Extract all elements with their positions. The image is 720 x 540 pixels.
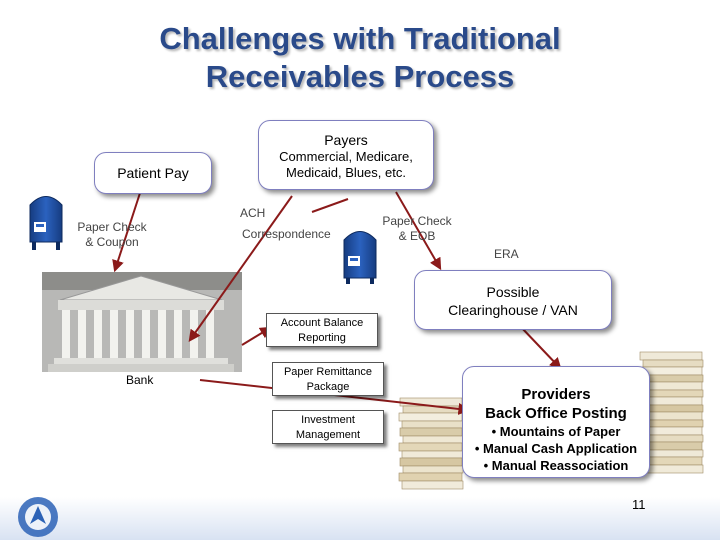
slide-title: Challenges with Traditional Receivables …: [0, 20, 720, 96]
clearinghouse-box: Possible Clearinghouse / VAN: [414, 270, 612, 330]
ach-line: [311, 198, 349, 213]
paper-stack-image-right: [638, 351, 704, 474]
arrow-payers-to-bank: [188, 195, 293, 342]
mailbox-icon-center: [343, 231, 377, 284]
arrow-patientpay-to-bank: [112, 192, 141, 273]
patient-pay-box: Patient Pay: [94, 152, 212, 194]
paper-check-coupon-label: Paper Check & Coupon: [77, 220, 147, 249]
paper-check-eob-label: Paper Check & EOB: [382, 214, 452, 243]
arrow-clearinghouse-to-providers: [519, 325, 562, 370]
providers-bullet-1: • Mountains of Paper: [491, 424, 621, 439]
arrow-bank-to-balance: [241, 326, 273, 346]
bank-building-image: [42, 272, 242, 372]
clearinghouse-line-1: Possible: [486, 284, 540, 300]
payers-box: Payers Commercial, Medicare, Medicaid, B…: [258, 120, 434, 190]
clearinghouse-line-2: Clearinghouse / VAN: [448, 302, 578, 318]
payers-heading: Payers: [324, 132, 368, 148]
providers-box: Providers Back Office Posting • Mountain…: [462, 366, 650, 478]
providers-line-2: Back Office Posting: [485, 405, 627, 422]
providers-line-1: Providers: [521, 386, 591, 403]
providers-bullet-3: • Manual Reassociation: [483, 458, 629, 473]
account-balance-box: Account Balance Reporting: [266, 313, 378, 347]
title-line-1: Challenges with Traditional: [159, 21, 561, 56]
payers-line-2: Medicaid, Blues, etc.: [286, 165, 406, 180]
bank-label: Bank: [126, 373, 154, 387]
ach-label: ACH: [240, 206, 266, 220]
payers-line-1: Commercial, Medicare,: [279, 149, 413, 164]
patient-pay-label: Patient Pay: [117, 165, 189, 181]
arrow-payers-to-clearinghouse: [395, 191, 442, 271]
mailbox-icon-left: [29, 196, 63, 250]
title-line-2: Receivables Process: [205, 59, 515, 94]
paper-remittance-box: Paper Remittance Package: [272, 362, 384, 396]
correspondence-label: Correspondence: [242, 227, 331, 241]
page-number: 11: [632, 497, 646, 512]
paper-stack-image-left: [398, 397, 464, 490]
era-label: ERA: [494, 247, 519, 261]
investment-box: Investment Management: [272, 410, 384, 444]
footer-bar: [0, 497, 720, 540]
providers-bullet-2: • Manual Cash Application: [474, 441, 638, 456]
